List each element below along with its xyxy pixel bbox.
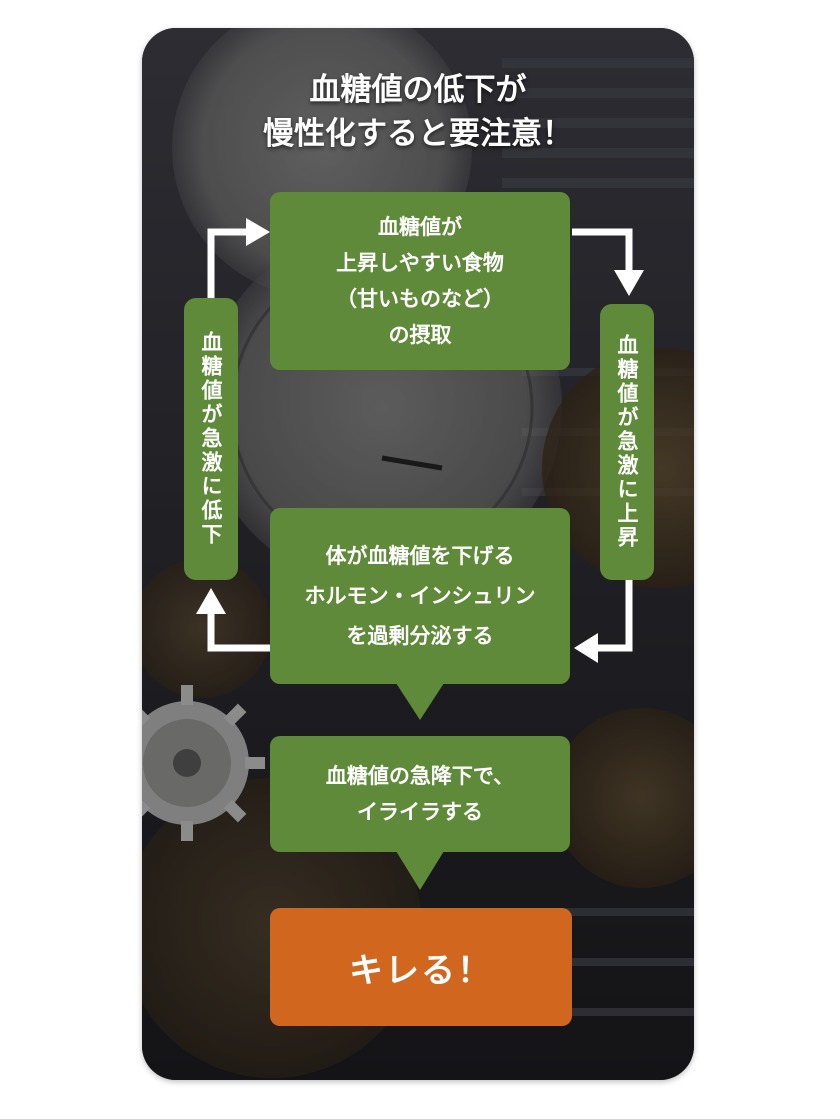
step-text: 血糖値の急降下で、	[325, 764, 515, 788]
step-text: 上昇しやすい食物	[336, 251, 504, 275]
step-text: 血糖値が急激に低下	[199, 331, 223, 547]
diagram-title: 血糖値の低下が 慢性化すると要注意！	[142, 68, 694, 156]
callout-pointer-icon	[396, 683, 444, 720]
arrow-down-head-icon	[614, 270, 644, 296]
arrow-right-head-icon	[246, 218, 270, 246]
callout-pointer-icon	[396, 851, 444, 890]
step-text: 体が血糖値を下げる	[325, 544, 515, 568]
step-text: イライラする	[357, 800, 483, 824]
step-sugar-intake: 血糖値が 上昇しやすい食物 （甘いものなど） の摂取	[270, 192, 570, 370]
arrow-left-head-icon	[574, 633, 598, 663]
step-text: の摂取	[388, 323, 452, 347]
step-insulin-secretion: 体が血糖値を下げる ホルモン・インシュリン を過剰分泌する	[270, 508, 570, 684]
flow-arrows	[196, 218, 644, 890]
diagram-card: 血糖値の低下が 慢性化すると要注意！ 血糖値が 上昇しやすい食物 （甘いものなど…	[142, 28, 694, 1080]
step-text: 血糖値が	[378, 215, 462, 239]
step-text: （甘いものなど）	[336, 287, 504, 311]
title-line-2: 慢性化すると要注意！	[263, 116, 573, 152]
step-text: ホルモン・インシュリン	[304, 584, 536, 608]
step-irritation: 血糖値の急降下で、 イライラする	[270, 736, 570, 852]
title-line-1: 血糖値の低下が	[309, 72, 527, 108]
step-blood-sugar-rise: 血糖値が急激に上昇	[600, 304, 654, 580]
step-text: を過剰分泌する	[346, 624, 494, 648]
arrow-up-head-icon	[196, 588, 226, 614]
step-blood-sugar-drop: 血糖値が急激に低下	[184, 298, 238, 580]
result-snap-box: キレる！	[270, 908, 572, 1026]
step-text: 血糖値が急激に上昇	[615, 334, 639, 550]
result-text: キレる！	[349, 950, 493, 991]
